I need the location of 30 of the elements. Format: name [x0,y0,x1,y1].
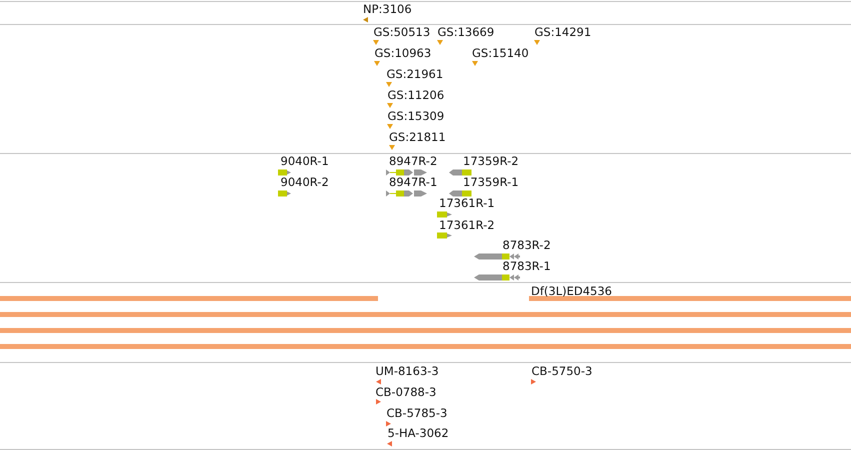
feature-label: 8947R-2 [389,155,438,168]
feature-label: 17361R-2 [439,218,495,232]
feature-label: GS:15140 [472,47,529,60]
feature-label: GS:50513 [374,26,430,39]
feature-bar [0,312,851,317]
feature-label: 8783R-2 [502,238,551,252]
feature-label: GS:13669 [438,26,494,39]
feature-bar [0,328,851,333]
feature-label: GS:21811 [389,131,446,144]
feature-label: 9040R-2 [280,176,329,189]
feature-label: 8947R-1 [389,176,438,189]
feature-label: CB-0788-3 [376,386,436,398]
feature-label: GS:21961 [386,68,444,81]
feature-label: 5-HA-3062 [388,427,449,440]
feature-label: 17359R-1 [463,176,519,189]
feature-label: 17361R-1 [439,197,495,210]
feature-bar [0,344,851,349]
feature-label: CB-5750-3 [532,364,592,378]
feature-label: 9040R-1 [280,155,329,168]
feature-label: GS:11206 [388,89,444,102]
feature-label: 8783R-1 [502,260,551,272]
feature-label: GS:14291 [534,26,592,39]
feature-label: GS:10963 [374,47,432,60]
feature-label: CB-5785-3 [386,406,448,420]
feature-bar [0,296,378,301]
feature-label: Df(3L)ED4536 [531,284,612,298]
feature-label: 17359R-2 [463,155,519,168]
feature-label: NP:3106 [363,3,412,16]
feature-label: UM-8163-3 [376,364,439,378]
feature-label: GS:15309 [388,110,444,123]
